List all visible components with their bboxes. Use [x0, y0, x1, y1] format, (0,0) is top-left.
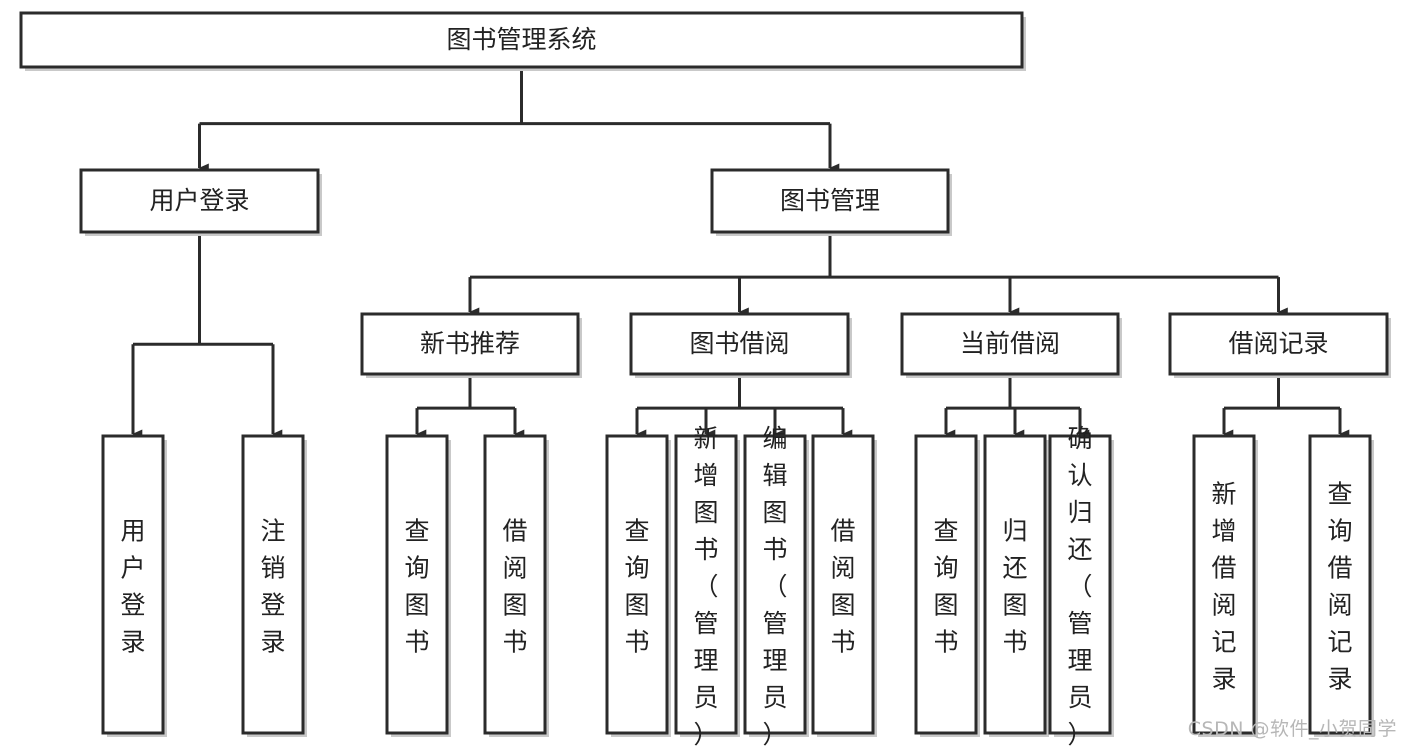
- node-box[interactable]: [483, 434, 547, 735]
- node-label: 编辑图书（管理员）: [762, 424, 787, 747]
- node-leaf-add-book-admin[interactable]: 新增图书（管理员）: [674, 424, 740, 747]
- node-box[interactable]: [1308, 434, 1372, 735]
- node-user-login[interactable]: 用户登录: [79, 168, 322, 236]
- node-label: 图书管理: [780, 186, 880, 215]
- node-box[interactable]: [1048, 434, 1112, 735]
- node-layer: 图书管理系统用户登录图书管理新书推荐图书借阅当前借阅借阅记录用户登录注销登录查询…: [19, 11, 1391, 747]
- node-label: 查询借阅记录: [1327, 479, 1352, 693]
- node-box[interactable]: [385, 434, 449, 735]
- connector-layer: [131, 67, 1350, 439]
- node-box[interactable]: [1192, 434, 1256, 735]
- node-book-manage[interactable]: 图书管理: [710, 168, 952, 236]
- node-box[interactable]: [19, 11, 1024, 69]
- node-label: 新增图书（管理员）: [693, 424, 718, 747]
- node-label: 查询图书: [404, 516, 429, 656]
- node-label: 图书借阅: [689, 329, 789, 358]
- node-label: 新增借阅记录: [1211, 479, 1236, 693]
- node-borrow-record[interactable]: 借阅记录: [1168, 312, 1391, 378]
- node-book-borrow[interactable]: 图书借阅: [629, 312, 852, 378]
- node-new-book-recommend[interactable]: 新书推荐: [360, 312, 582, 378]
- node-box[interactable]: [900, 312, 1120, 376]
- node-label: 借阅记录: [1228, 329, 1328, 358]
- node-leaf-user-logout[interactable]: 注销登录: [241, 434, 307, 737]
- node-leaf-query-borrow-record[interactable]: 查询借阅记录: [1308, 434, 1374, 737]
- node-label: 新书推荐: [420, 329, 520, 358]
- node-label: 查询图书: [624, 516, 649, 656]
- node-leaf-query-book-2[interactable]: 查询图书: [605, 434, 671, 737]
- node-leaf-query-book-3[interactable]: 查询图书: [914, 434, 980, 737]
- node-leaf-edit-book-admin[interactable]: 编辑图书（管理员）: [743, 424, 809, 747]
- node-box[interactable]: [79, 168, 320, 234]
- node-box[interactable]: [101, 434, 165, 735]
- node-box[interactable]: [241, 434, 305, 735]
- node-leaf-user-login[interactable]: 用户登录: [101, 434, 167, 737]
- node-label: 确认归还（管理员）: [1067, 424, 1092, 747]
- node-box[interactable]: [629, 312, 850, 376]
- node-box[interactable]: [914, 434, 978, 735]
- node-leaf-confirm-return-admin[interactable]: 确认归还（管理员）: [1048, 424, 1114, 747]
- node-current-borrow[interactable]: 当前借阅: [900, 312, 1122, 378]
- node-leaf-borrow-book-1[interactable]: 借阅图书: [483, 434, 549, 737]
- node-box[interactable]: [1168, 312, 1389, 376]
- node-box[interactable]: [983, 434, 1047, 735]
- node-box[interactable]: [710, 168, 950, 234]
- node-box[interactable]: [674, 434, 738, 735]
- node-label: 用户登录: [149, 186, 249, 215]
- node-label: 借阅图书: [502, 516, 527, 656]
- node-box[interactable]: [605, 434, 669, 735]
- node-root[interactable]: 图书管理系统: [19, 11, 1026, 71]
- node-leaf-borrow-book-2[interactable]: 借阅图书: [811, 434, 877, 737]
- node-label: 用户登录: [120, 516, 145, 656]
- node-box[interactable]: [811, 434, 875, 735]
- node-label: 借阅图书: [830, 516, 855, 656]
- node-label: 查询图书: [933, 516, 958, 656]
- node-box[interactable]: [360, 312, 580, 376]
- node-label: 注销登录: [260, 516, 285, 656]
- node-label: 图书管理系统: [446, 25, 596, 54]
- node-leaf-add-borrow-record[interactable]: 新增借阅记录: [1192, 434, 1258, 737]
- node-leaf-return-book[interactable]: 归还图书: [983, 434, 1049, 737]
- node-leaf-query-book-1[interactable]: 查询图书: [385, 434, 451, 737]
- node-box[interactable]: [743, 434, 807, 735]
- node-label: 当前借阅: [960, 329, 1060, 358]
- node-label: 归还图书: [1002, 516, 1027, 656]
